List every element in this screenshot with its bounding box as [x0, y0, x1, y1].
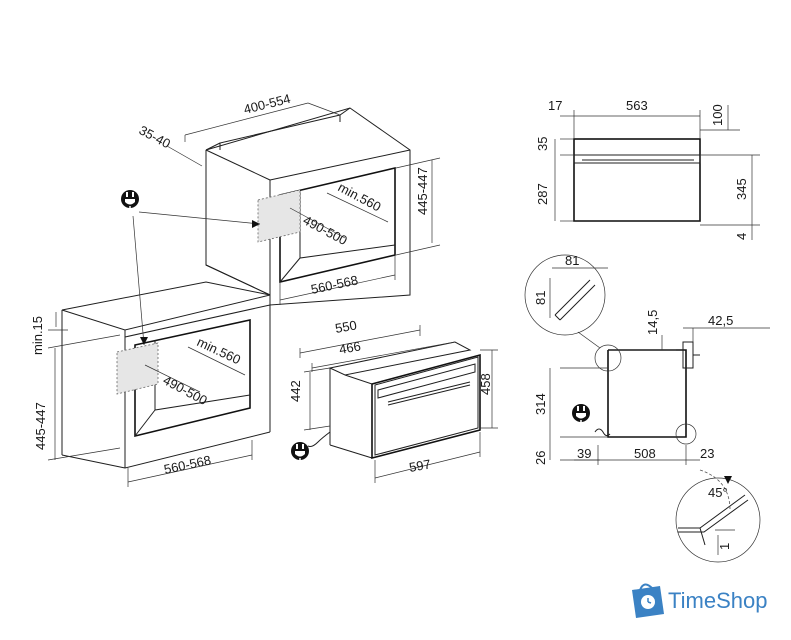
dim-cab1-opening-height: 445-447 — [415, 167, 430, 215]
shop-bag-icon — [632, 583, 664, 618]
dim-side-height: 314 — [533, 393, 548, 415]
dim-detail-step: 1 — [717, 543, 732, 550]
dim-cab1-gap: 35-40 — [137, 122, 173, 151]
dim-cab1-top-width: 400-554 — [242, 91, 292, 117]
dim-side-depth: 508 — [634, 446, 656, 461]
dim-oven-front-width: 597 — [408, 456, 432, 475]
dim-side-bottom: 26 — [533, 451, 548, 465]
oven-front-view — [554, 105, 760, 240]
dim-detail-angle: 45° — [708, 485, 728, 500]
dim-top-vent: 100 — [710, 104, 725, 126]
dim-detail-81-v: 81 — [533, 291, 548, 305]
upper-cabinet — [205, 107, 411, 306]
dim-cab1-inner-depth: 490-500 — [301, 212, 350, 248]
dim-cab1-opening-width: 560-568 — [310, 272, 360, 297]
dim-cab2-inner-depth: 490-500 — [161, 372, 210, 408]
dim-front-body-height: 287 — [535, 183, 550, 205]
brand-name: TimeShop — [668, 588, 767, 613]
dim-front-top-gap: 35 — [535, 137, 550, 151]
brand-logo: TimeShop — [632, 583, 767, 618]
dim-cab2-opening-height: 445-447 — [33, 402, 48, 450]
dim-oven-body-depth: 466 — [338, 338, 362, 357]
dim-front-bottom-gap: 4 — [734, 233, 749, 240]
dim-cab2-min-gap: min.15 — [30, 316, 45, 355]
dim-side-front: 23 — [700, 446, 714, 461]
dim-side-top-gap: 14,5 — [645, 310, 660, 335]
dim-top-left-offset: 17 — [548, 98, 562, 113]
dim-cab1-min-depth: min.560 — [336, 179, 384, 214]
detail-corner — [524, 254, 608, 349]
dim-front-panel-height: 345 — [734, 178, 749, 200]
dim-side-left: 39 — [577, 446, 591, 461]
oven-side-view — [549, 327, 770, 465]
lower-cabinet — [61, 264, 271, 469]
dim-top-width: 563 — [626, 98, 648, 113]
dim-side-handle: 42,5 — [708, 313, 733, 328]
dim-oven-front-height: 458 — [478, 373, 493, 395]
plug-icon — [572, 404, 590, 426]
dim-detail-81-h: 81 — [565, 253, 579, 268]
detail-bottom — [675, 469, 761, 563]
dim-cab2-opening-width: 560-568 — [163, 452, 213, 477]
plug-icon — [291, 442, 309, 464]
dim-oven-body-height: 442 — [288, 380, 303, 402]
oven-perspective — [307, 341, 481, 460]
plug-icon — [121, 190, 139, 212]
dim-oven-depth-total: 550 — [334, 317, 358, 336]
